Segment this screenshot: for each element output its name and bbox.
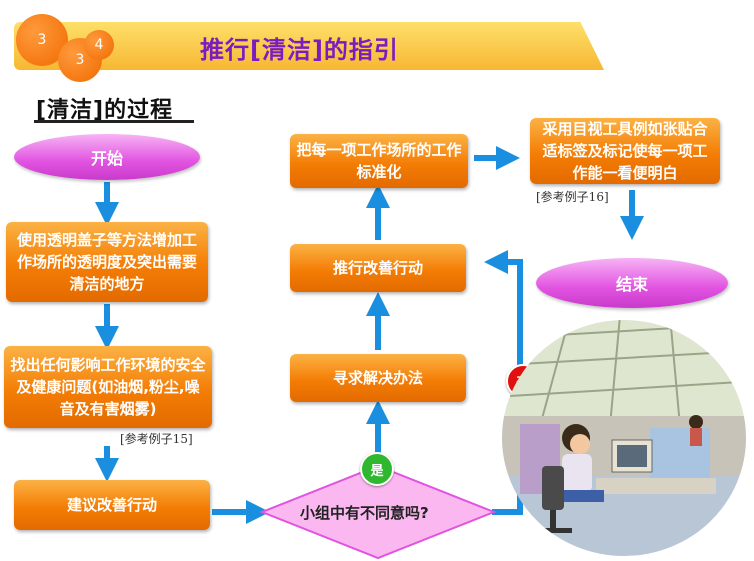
section-title: [清洁]的过程 [36, 98, 174, 123]
section-title-underline [34, 120, 194, 123]
start-oval: 开始 [14, 134, 200, 180]
step-box-visual-tools: 采用目视工具例如张贴合适标签及标记使每一项工作能一看便明白 [530, 118, 720, 184]
reference-example-15: [参考例子15] [120, 432, 193, 446]
yes-badge: 是 [360, 452, 394, 486]
step-box-seek-solution: 寻求解决办法 [290, 354, 466, 402]
page-title: 推行[清洁]的指引 [200, 36, 399, 64]
step-box-suggest-action: 建议改善行动 [14, 480, 210, 530]
step-circle-3: 4 [84, 30, 114, 60]
step-box-transparency: 使用透明盖子等方法增加工作场所的透明度及突出需要清洁的地方 [6, 222, 208, 302]
step-box-standardize: 把每一项工作场所的工作标准化 [290, 134, 468, 188]
step-number-1: 3 [37, 32, 47, 48]
decision-label: 小组中有不同意吗? [300, 504, 429, 522]
step-number-2: 3 [75, 52, 85, 68]
step-number-3: 4 [94, 37, 104, 53]
step-box-implement-action: 推行改善行动 [290, 244, 466, 292]
step-box-safety-health: 找出任何影响工作环境的安全及健康问题(如油烟,粉尘,噪音及有害烟雾) [4, 346, 212, 428]
end-oval: 结束 [536, 258, 728, 308]
office-illustration [502, 320, 746, 556]
reference-example-16: [参考例子16] [536, 190, 609, 204]
decision-diamond [259, 464, 497, 560]
